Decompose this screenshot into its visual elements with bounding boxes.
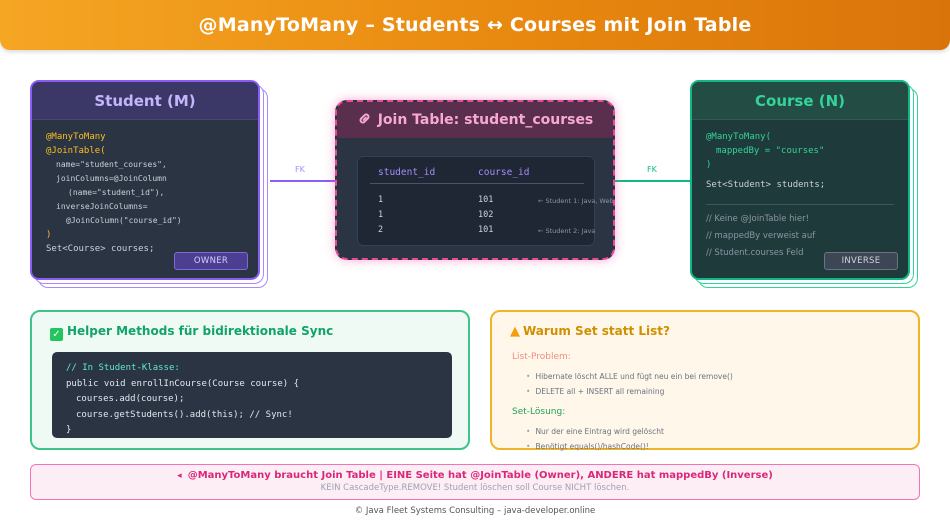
- code-line: joinColumns=@JoinColumn: [56, 174, 167, 183]
- code-line: ): [46, 230, 52, 240]
- column-header-student-id: student_id: [378, 167, 436, 178]
- page-title: @ManyToMany – Students ↔ Courses mit Joi…: [198, 14, 752, 36]
- cell-course-id: 101: [478, 195, 494, 205]
- code-line: mappedBy = "courses": [716, 146, 825, 156]
- link-icon: [357, 111, 372, 130]
- student-card: Student (M) @ManyToMany @JoinTable( name…: [30, 80, 260, 280]
- helper-code: // In Student-Klasse: public void enroll…: [52, 352, 452, 438]
- code-line: Set<Student> students;: [706, 180, 826, 190]
- cell-student-id: 2: [378, 225, 384, 235]
- fk-connector-left: [270, 180, 335, 182]
- course-card: Course (N) @ManyToMany( mappedBy = "cour…: [690, 80, 910, 280]
- header-divider: [370, 183, 584, 184]
- course-code: @ManyToMany( mappedBy = "courses" ) Set<…: [692, 120, 908, 196]
- footer-copyright: © Java Fleet Systems Consulting – java-d…: [354, 506, 596, 516]
- code-line: (name="student_id"),: [68, 188, 165, 197]
- code-line: inverseJoinColumns=: [56, 202, 148, 211]
- join-table-header: Join Table: student_courses: [337, 102, 613, 138]
- row-note: ← Student 1: Java, Web: [538, 197, 614, 205]
- fk-label-left: FK: [295, 165, 305, 174]
- course-entity-card: Course (N) @ManyToMany( mappedBy = "cour…: [690, 80, 920, 288]
- course-title: Course (N): [692, 82, 908, 120]
- cell-course-id: 102: [478, 210, 494, 220]
- fk-connector-right: [615, 180, 690, 182]
- inverse-badge: INVERSE: [824, 252, 898, 270]
- student-code: @ManyToMany @JoinTable( name="student_co…: [32, 120, 258, 266]
- code-line: name="student_courses",: [56, 160, 167, 169]
- code-line: // In Student-Klasse:: [66, 363, 180, 373]
- cell-course-id: 101: [478, 225, 494, 235]
- why-set-panel: ▲Warum Set statt List? List-Problem: Hib…: [490, 310, 920, 451]
- code-line: @JoinColumn("course_id"): [66, 216, 182, 225]
- list-item: Benötigt equals()/hashCode()!: [526, 442, 648, 451]
- list-problem-heading: List-Problem:: [512, 352, 571, 362]
- fk-label-right: FK: [647, 165, 657, 174]
- helper-methods-panel: ✓Helper Methods für bidirektionale Sync …: [30, 310, 470, 450]
- comment-line: // Student.courses Feld: [706, 248, 804, 258]
- title-banner: @ManyToMany – Students ↔ Courses mit Joi…: [0, 0, 950, 50]
- join-table-card: Join Table: student_courses student_id c…: [335, 100, 615, 260]
- list-item: Nur der eine Eintrag wird gelöscht: [526, 427, 664, 436]
- why-title: ▲Warum Set statt List?: [510, 324, 670, 339]
- pin-icon: ◂: [177, 471, 182, 481]
- student-title: Student (M): [32, 82, 258, 120]
- helper-title: ✓ Helper Methods für bidirektionale Sync: [50, 324, 333, 341]
- summary-main: ◂ @ManyToMany braucht Join Table | EINE S…: [31, 470, 919, 481]
- summary-main-text: @ManyToMany braucht Join Table | EINE Se…: [187, 470, 773, 481]
- cell-student-id: 1: [378, 195, 384, 205]
- code-line: ): [706, 160, 712, 170]
- code-line: }: [66, 425, 72, 435]
- code-divider: [706, 204, 894, 205]
- code-line: course.getStudents().add(this); // Sync!: [76, 409, 293, 420]
- helper-title-text: Helper Methods für bidirektionale Sync: [67, 324, 334, 338]
- cell-student-id: 1: [378, 210, 384, 220]
- check-icon: ✓: [50, 328, 63, 341]
- join-table-grid: student_id course_id 1 101 ← Student 1: …: [357, 156, 613, 246]
- column-header-course-id: course_id: [478, 167, 530, 178]
- student-entity-card: Student (M) @ManyToMany @JoinTable( name…: [30, 80, 268, 288]
- code-line: Set<Course> courses;: [46, 244, 155, 254]
- join-table-title: Join Table: student_courses: [377, 112, 594, 128]
- row-note: ← Student 2: Java: [538, 227, 596, 235]
- list-item: DELETE all + INSERT all remaining: [526, 387, 664, 396]
- why-title-text: Warum Set statt List?: [523, 324, 670, 338]
- list-item: Hibernate löscht ALLE und fügt neu ein b…: [526, 372, 732, 381]
- comment-line: // mappedBy verweist auf: [706, 231, 816, 241]
- warning-icon: ▲: [510, 324, 520, 339]
- code-line: @ManyToMany: [46, 132, 106, 142]
- owner-badge: OWNER: [174, 252, 248, 270]
- summary-bar: ◂ @ManyToMany braucht Join Table | EINE S…: [30, 464, 920, 500]
- code-line: public void enrollInCourse(Course course…: [66, 378, 299, 389]
- code-line: @JoinTable(: [46, 146, 106, 156]
- comment-line: // Keine @JoinTable hier!: [706, 214, 810, 224]
- set-solution-heading: Set-Lösung:: [512, 407, 566, 417]
- code-line: @ManyToMany(: [706, 132, 772, 142]
- summary-sub: KEIN CascadeType.REMOVE! Student löschen…: [320, 483, 630, 493]
- code-line: courses.add(course);: [76, 394, 185, 404]
